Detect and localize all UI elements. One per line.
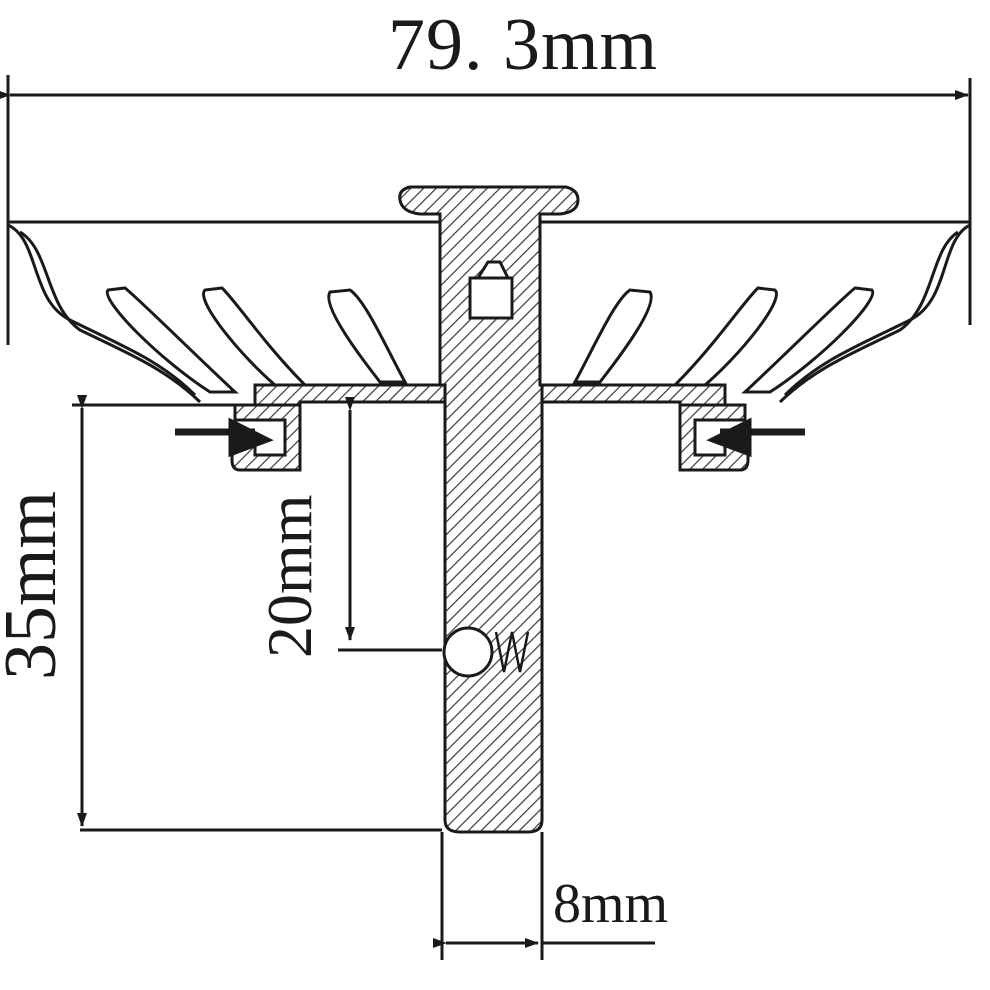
detent-ball xyxy=(442,626,494,678)
center-stem xyxy=(398,185,580,834)
stem-width-label: 8mm xyxy=(553,873,669,935)
stem-width-dimension xyxy=(433,832,655,960)
basket-shell xyxy=(7,223,971,404)
ball-height-label: 20mm xyxy=(254,494,325,658)
height-dimension xyxy=(72,395,442,832)
strainer-fingers-left xyxy=(105,286,408,394)
overall-width-label: 79. 3mm xyxy=(388,4,659,86)
width-dimension xyxy=(0,75,972,345)
gasket-right xyxy=(678,403,805,472)
ball-height-dimension xyxy=(338,397,442,652)
strainer-fingers-right xyxy=(572,286,875,394)
gasket-left xyxy=(175,403,302,472)
total-height-label: 35mm xyxy=(0,490,72,680)
